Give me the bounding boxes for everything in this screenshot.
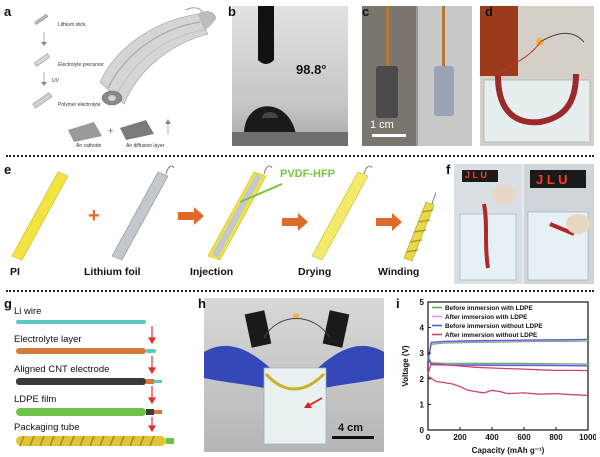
step-drying: Drying	[298, 266, 332, 278]
label-air-diffusion-layer: Air diffusion layer	[126, 143, 165, 149]
divider-row1	[6, 155, 594, 157]
series-line-7	[427, 375, 589, 397]
panel-h: 4 cm	[204, 298, 384, 452]
step-lithium-foil: Lithium foil	[84, 266, 141, 278]
legend-entry-3: After immersion without LDPE	[445, 332, 538, 339]
panel-label-g: g	[4, 296, 12, 311]
scale-bar-c: 1 cm	[370, 119, 394, 131]
series-line-5	[427, 358, 589, 367]
legend-entry-1: After immersion with LDPE	[445, 314, 528, 321]
series-line-0	[427, 340, 589, 362]
y-tick-label-3: 3	[420, 349, 425, 358]
fiber-layers-diagram	[16, 320, 174, 447]
panel-label-e: e	[4, 162, 12, 177]
y-tick-label-4: 4	[420, 324, 425, 333]
x-tick-label-5: 1000	[579, 433, 596, 442]
series-line-4	[427, 338, 589, 362]
legend-entry-2: Before immersion without LDPE	[445, 323, 543, 330]
x-tick-label-4: 800	[549, 433, 563, 442]
x-tick-label-3: 600	[517, 433, 531, 442]
contact-angle-photo	[232, 6, 348, 146]
x-tick-label-0: 0	[426, 433, 431, 442]
panel-c: 1 cm	[362, 6, 472, 146]
svg-text:+: +	[88, 205, 100, 227]
layer-electrolyte: Electrolyte layer	[14, 334, 82, 345]
panel-label-h: h	[198, 296, 206, 311]
y-axis-label: Voltage (V)	[401, 345, 410, 387]
label-polymer-electrolyte: Polymer electrolyte	[58, 102, 101, 108]
label-air-cathode: Air cathode	[76, 143, 102, 149]
x-axis-label: Capacity (mAh g⁻¹)	[472, 446, 545, 455]
y-tick-label-2: 2	[420, 375, 425, 384]
panel-a: + Lithium stick Electrolyte precursor UV…	[8, 4, 220, 149]
step-pi: PI	[10, 266, 20, 278]
x-tick-label-1: 200	[453, 433, 467, 442]
series-line-6	[427, 362, 589, 374]
layer-aligned-cnt: Aligned CNT electrode	[14, 364, 110, 375]
led-text-large: J L U	[536, 172, 568, 187]
panel-label-c: c	[362, 4, 370, 19]
svg-text:+: +	[108, 126, 113, 136]
y-tick-label-5: 5	[420, 298, 425, 307]
panel-label-f: f	[446, 162, 451, 177]
panel-label-d: d	[485, 4, 493, 19]
legend-entry-0: Before immersion with LDPE	[445, 305, 533, 312]
label-electrolyte-precursor: Electrolyte precursor	[58, 62, 104, 68]
step-winding: Winding	[378, 266, 420, 278]
layer-ldpe-film: LDPE film	[14, 394, 57, 405]
label-lithium-stick: Lithium stick	[58, 22, 86, 28]
jlu-led-photos	[454, 164, 594, 284]
callout-pvdf-hfp: PVDF-HFP	[280, 168, 335, 180]
contact-angle-value: 98.8°	[296, 62, 327, 77]
panel-label-i: i	[396, 296, 400, 311]
layer-packaging-tube: Packaging tube	[14, 422, 80, 433]
panel-e: + PVDF-HFP PI Lithium foil Injection Dry…	[8, 162, 436, 282]
scale-bar-h: 4 cm	[338, 422, 364, 434]
panel-g: Li wire Electrolyte layer Aligned CNT el…	[8, 296, 192, 454]
immersion-photos	[362, 6, 472, 146]
fabrication-steps-diagram: +	[11, 165, 436, 262]
panel-f: J L U J L U	[454, 164, 594, 284]
led-text-small: J L U	[465, 170, 487, 180]
panel-d	[480, 6, 594, 146]
panel-label-b: b	[228, 4, 236, 19]
y-tick-label-1: 1	[420, 400, 425, 409]
x-tick-label-2: 400	[485, 433, 499, 442]
step-injection: Injection	[190, 266, 234, 278]
panel-label-a: a	[4, 4, 12, 19]
label-uv: UV	[52, 78, 59, 84]
gloved-hands-photo	[204, 298, 384, 452]
fiber-battery-schematic: +	[32, 7, 217, 142]
led-water-photo	[480, 6, 594, 146]
panel-b: 98.8°	[232, 6, 348, 146]
series-line-2	[427, 339, 588, 362]
y-tick-label-0: 0	[420, 426, 425, 435]
divider-row2	[6, 290, 594, 292]
layer-li-wire: Li wire	[14, 306, 42, 317]
